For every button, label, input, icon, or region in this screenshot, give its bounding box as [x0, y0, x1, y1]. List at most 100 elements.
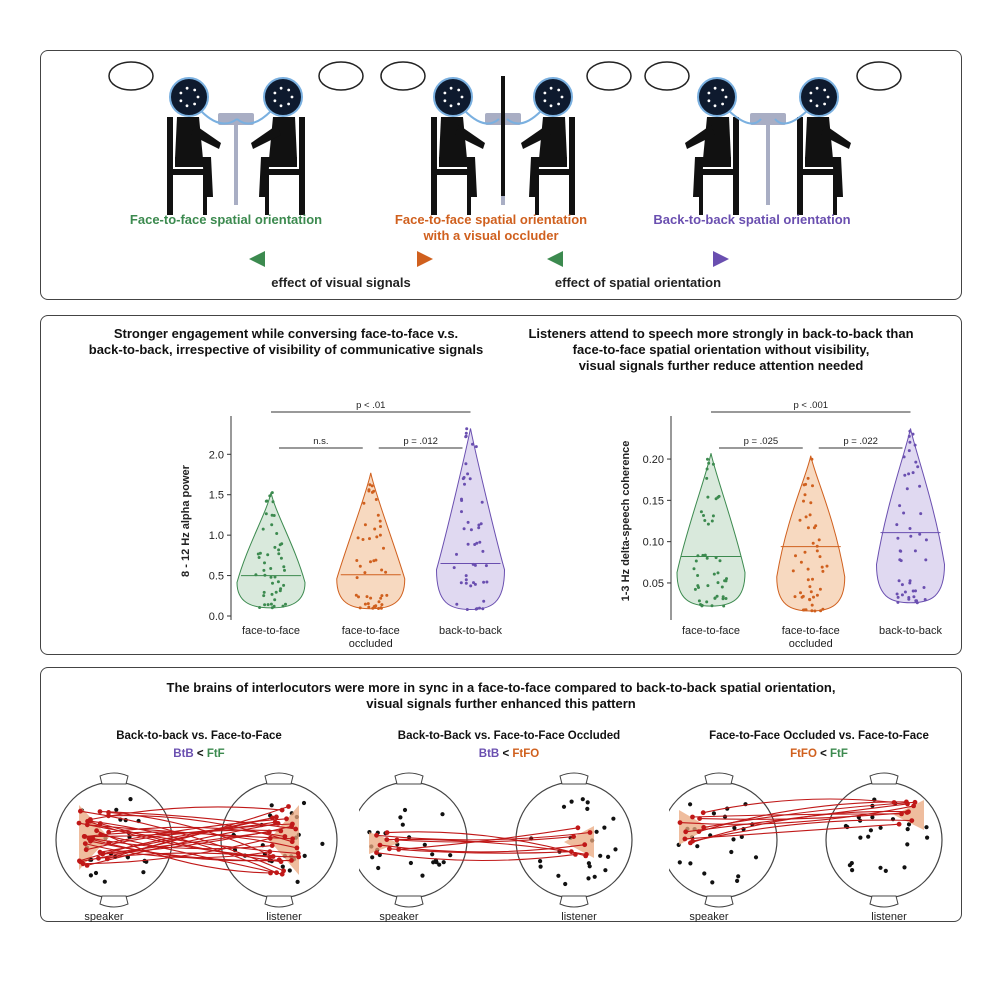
electrode-dot	[370, 855, 375, 860]
head-brain-icon	[433, 77, 473, 117]
violin-2	[875, 428, 946, 604]
data-point	[815, 549, 819, 553]
electrode-dot	[688, 861, 693, 866]
data-point	[276, 580, 280, 584]
electrode-dot	[279, 104, 283, 108]
listener-label: listener	[266, 911, 302, 922]
data-point	[466, 520, 470, 524]
connection-node	[582, 842, 588, 848]
data-point	[281, 604, 285, 608]
data-point	[377, 600, 381, 604]
electrode-dot	[724, 95, 728, 99]
data-point	[812, 526, 816, 530]
electrode-dot	[613, 847, 618, 852]
chair-leg-shape	[265, 175, 269, 215]
data-point	[922, 586, 926, 589]
data-point	[900, 593, 904, 597]
connection-node	[274, 870, 279, 876]
connection-node	[82, 834, 88, 839]
data-point	[697, 599, 701, 603]
leg-shape	[259, 157, 297, 197]
connection-line	[100, 834, 283, 875]
data-point	[269, 567, 273, 570]
data-point	[263, 573, 267, 577]
ear-icon	[394, 895, 424, 908]
data-point	[270, 513, 274, 517]
electrode-dot	[441, 860, 446, 865]
electrode-dot	[809, 99, 813, 103]
significance-label: p < .01	[356, 400, 385, 411]
x-tick-label: occluded	[349, 638, 393, 650]
electrode-dot	[457, 88, 461, 92]
speaker-label: speaker	[689, 911, 728, 922]
y-tick-label: 0.20	[643, 454, 664, 466]
connection-node	[683, 829, 689, 835]
data-point	[706, 522, 710, 526]
data-point	[923, 598, 927, 601]
data-point	[367, 605, 371, 609]
relation-right: FtF	[206, 748, 225, 760]
data-point	[462, 527, 466, 531]
electrode-dot	[753, 855, 759, 860]
data-point	[284, 602, 287, 606]
electrode-dot	[905, 842, 910, 847]
data-point	[270, 523, 274, 527]
data-point	[806, 476, 810, 480]
data-point	[916, 465, 920, 469]
electrode-dot	[721, 88, 725, 92]
violin-0	[676, 453, 746, 607]
data-point	[464, 434, 468, 438]
connection-node	[575, 825, 581, 831]
electrode-dot	[287, 88, 291, 92]
data-point	[279, 556, 283, 560]
nose-icon	[559, 772, 589, 785]
x-tick-label: face-to-face	[682, 625, 740, 637]
relation-right: FtF	[830, 748, 848, 760]
data-point	[264, 512, 268, 516]
speech-bubble-icon	[856, 61, 902, 91]
data-point	[262, 568, 266, 572]
data-point	[815, 544, 819, 548]
electrode-dot	[587, 864, 592, 869]
data-point	[722, 604, 726, 608]
electrode-dot	[843, 823, 848, 829]
electrode-dot	[448, 853, 453, 858]
electrode-dot	[598, 853, 603, 858]
scene-label-occluded: Face-to-face spatial orientation with a …	[394, 212, 588, 243]
connection-line	[108, 814, 293, 843]
electrode-dot	[736, 874, 741, 879]
electrode-dot	[710, 880, 715, 885]
data-point	[819, 609, 823, 613]
person-figure	[797, 77, 851, 215]
data-point	[710, 519, 714, 523]
x-tick-label: face-to-face	[342, 625, 400, 637]
connection-line	[96, 830, 271, 874]
connection-node	[290, 821, 295, 827]
data-point	[377, 607, 380, 610]
data-point	[811, 484, 814, 488]
connection-node	[688, 840, 693, 846]
data-point	[473, 543, 477, 546]
data-point	[473, 582, 477, 586]
electrode-dot	[569, 799, 574, 804]
data-point	[464, 578, 468, 582]
data-point	[810, 457, 814, 461]
data-point	[459, 581, 463, 585]
data-point	[380, 594, 384, 598]
data-point	[455, 602, 459, 606]
head-brain-icon	[799, 77, 839, 117]
electrode-dot	[823, 88, 827, 92]
data-point	[270, 491, 274, 495]
data-point	[801, 594, 805, 598]
data-point	[908, 581, 912, 585]
data-point	[361, 538, 365, 541]
data-point	[378, 533, 382, 537]
data-point	[455, 552, 458, 556]
head-brain-icon	[697, 77, 737, 117]
data-point	[469, 528, 473, 532]
data-point	[254, 573, 258, 577]
bottom-title: The brains of interlocutors were more in…	[166, 680, 836, 711]
data-point	[272, 604, 276, 608]
comparison-relation: FtFO < FtF	[669, 748, 969, 760]
connection-line	[376, 852, 576, 862]
